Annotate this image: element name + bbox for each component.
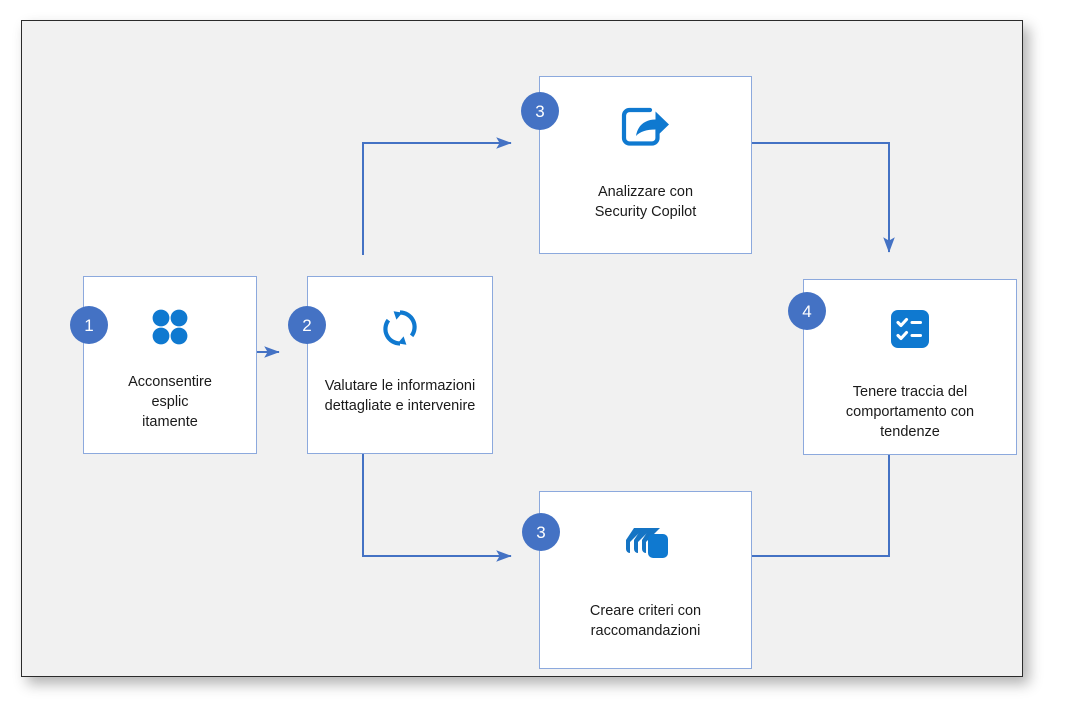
four-dots-grid-icon	[148, 305, 192, 354]
node-assess-label: Valutare le informazioni dettagliate e i…	[324, 378, 476, 414]
connector-analyze-to-track	[730, 142, 895, 253]
layers-stack-icon	[620, 520, 672, 571]
step-badge-3-analyze: 3	[521, 92, 559, 130]
step-badge-2-number: 2	[302, 315, 312, 335]
step-badge-4-number: 4	[802, 301, 812, 321]
step-badge-3-policies: 3	[522, 513, 560, 551]
sync-refresh-icon	[378, 305, 422, 356]
step-badge-2: 2	[288, 306, 326, 344]
connector-policies-to-track	[730, 439, 895, 557]
diagram-frame: Acconsentire esplic itamente 1 Valutare …	[21, 20, 1023, 677]
node-track[interactable]: Tenere traccia del comportamento con ten…	[803, 279, 1017, 455]
node-consent-label: Acconsentire esplic itamente	[128, 374, 212, 430]
step-badge-1-number: 1	[84, 315, 94, 335]
node-assess[interactable]: Valutare le informazioni dettagliate e i…	[307, 276, 493, 454]
node-policies-label: Creare criteri con raccomandazioni	[589, 603, 702, 639]
share-arrow-icon	[620, 103, 672, 156]
node-policies[interactable]: Creare criteri con raccomandazioni	[539, 491, 752, 669]
node-analyze[interactable]: Analizzare con Security Copilot	[539, 76, 752, 254]
step-badge-3-policies-number: 3	[536, 522, 546, 542]
node-analyze-label: Analizzare con Security Copilot	[594, 184, 697, 220]
node-track-label: Tenere traccia del comportamento con ten…	[845, 384, 975, 440]
connector-assess-to-analyze	[362, 137, 512, 255]
node-consent[interactable]: Acconsentire esplic itamente	[83, 276, 257, 454]
step-badge-3-analyze-number: 3	[535, 101, 545, 121]
step-badge-1: 1	[70, 306, 108, 344]
checklist-icon	[888, 307, 932, 356]
step-badge-4: 4	[788, 292, 826, 330]
